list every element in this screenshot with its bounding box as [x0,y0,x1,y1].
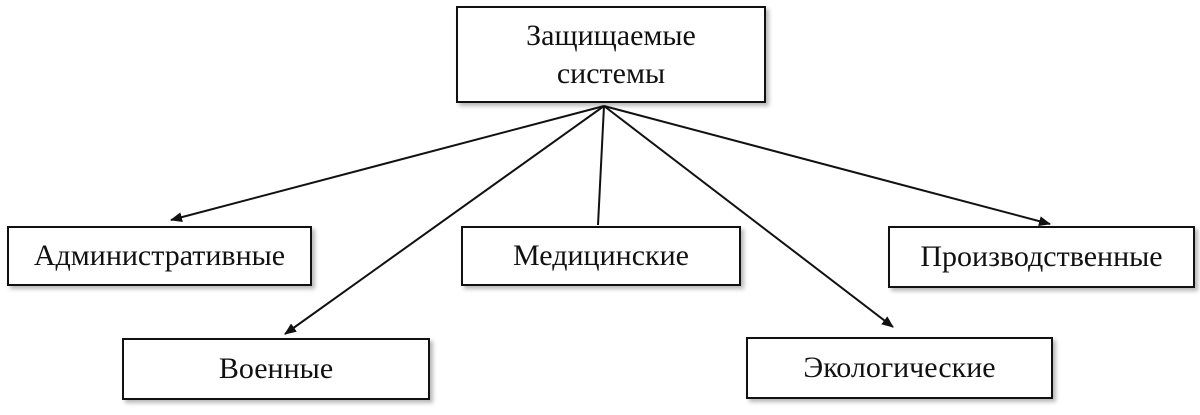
child-node-medical-label: Медицинские [513,239,689,272]
arrow-to-industrial [603,105,1051,227]
child-node-administrative: Административные [7,226,312,286]
child-node-medical: Медицинские [461,226,741,286]
child-node-administrative-label: Административные [33,239,286,272]
child-node-industrial-label: Производственные [920,240,1163,273]
root-node-line-1: Защищаемые [526,18,696,52]
arrow-to-ecological [603,105,894,328]
child-node-military: Военные [122,338,430,400]
child-node-ecological: Экологические [746,337,1053,399]
child-node-ecological-label: Экологические [803,351,996,384]
child-node-military-label: Военные [218,352,334,385]
root-node-text: Защищаемые системы [526,17,696,93]
root-node-line-2: системы [556,56,666,90]
arrow-to-military [284,105,605,335]
child-node-industrial: Производственные [888,226,1195,288]
root-node-protected-systems: Защищаемые системы [456,6,766,103]
arrow-to-administrative [170,105,605,223]
line-to-medical [597,105,605,226]
